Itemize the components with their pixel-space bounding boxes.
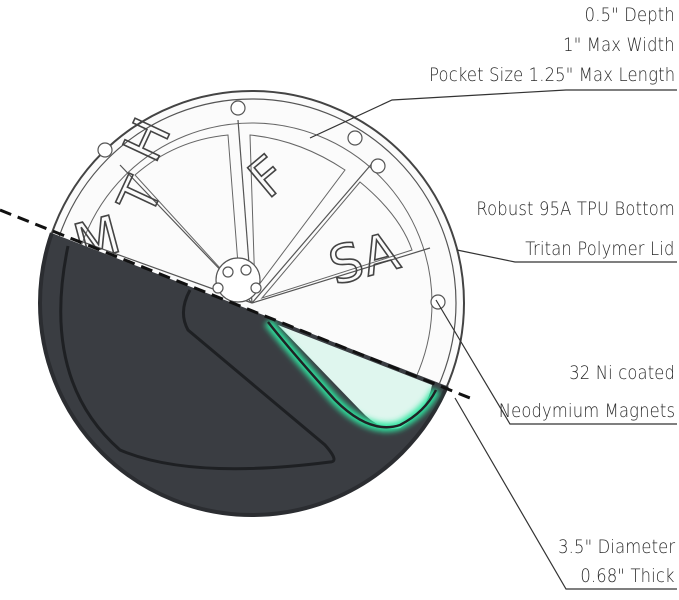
thickness-label: 0.68" Thick (580, 565, 675, 587)
section-cut-line (0, 208, 471, 400)
lid-material-label: Tritan Polymer Lid (525, 238, 675, 260)
magnets-type-label: Neodymium Magnets (498, 400, 675, 422)
leader-lines (309, 89, 677, 590)
magnet-holes (97, 100, 446, 310)
magnets-count-label: 32 Ni coated (569, 362, 675, 384)
max-width-label: 1" Max Width (563, 34, 675, 56)
base-groove (59, 245, 336, 471)
diameter-label: 3.5" Diameter (557, 536, 675, 558)
compartment-outline (134, 134, 241, 292)
pocket-size-label: Pocket Size 1.25" Max Length (428, 64, 675, 86)
center-hub (212, 257, 262, 303)
compartment-outline (249, 134, 346, 292)
bottom-material-label: Robust 95A TPU Bottom (476, 198, 675, 220)
compartment-outline (260, 181, 413, 300)
translucent-window (278, 325, 432, 429)
depth-label: 0.5" Depth (584, 4, 675, 26)
